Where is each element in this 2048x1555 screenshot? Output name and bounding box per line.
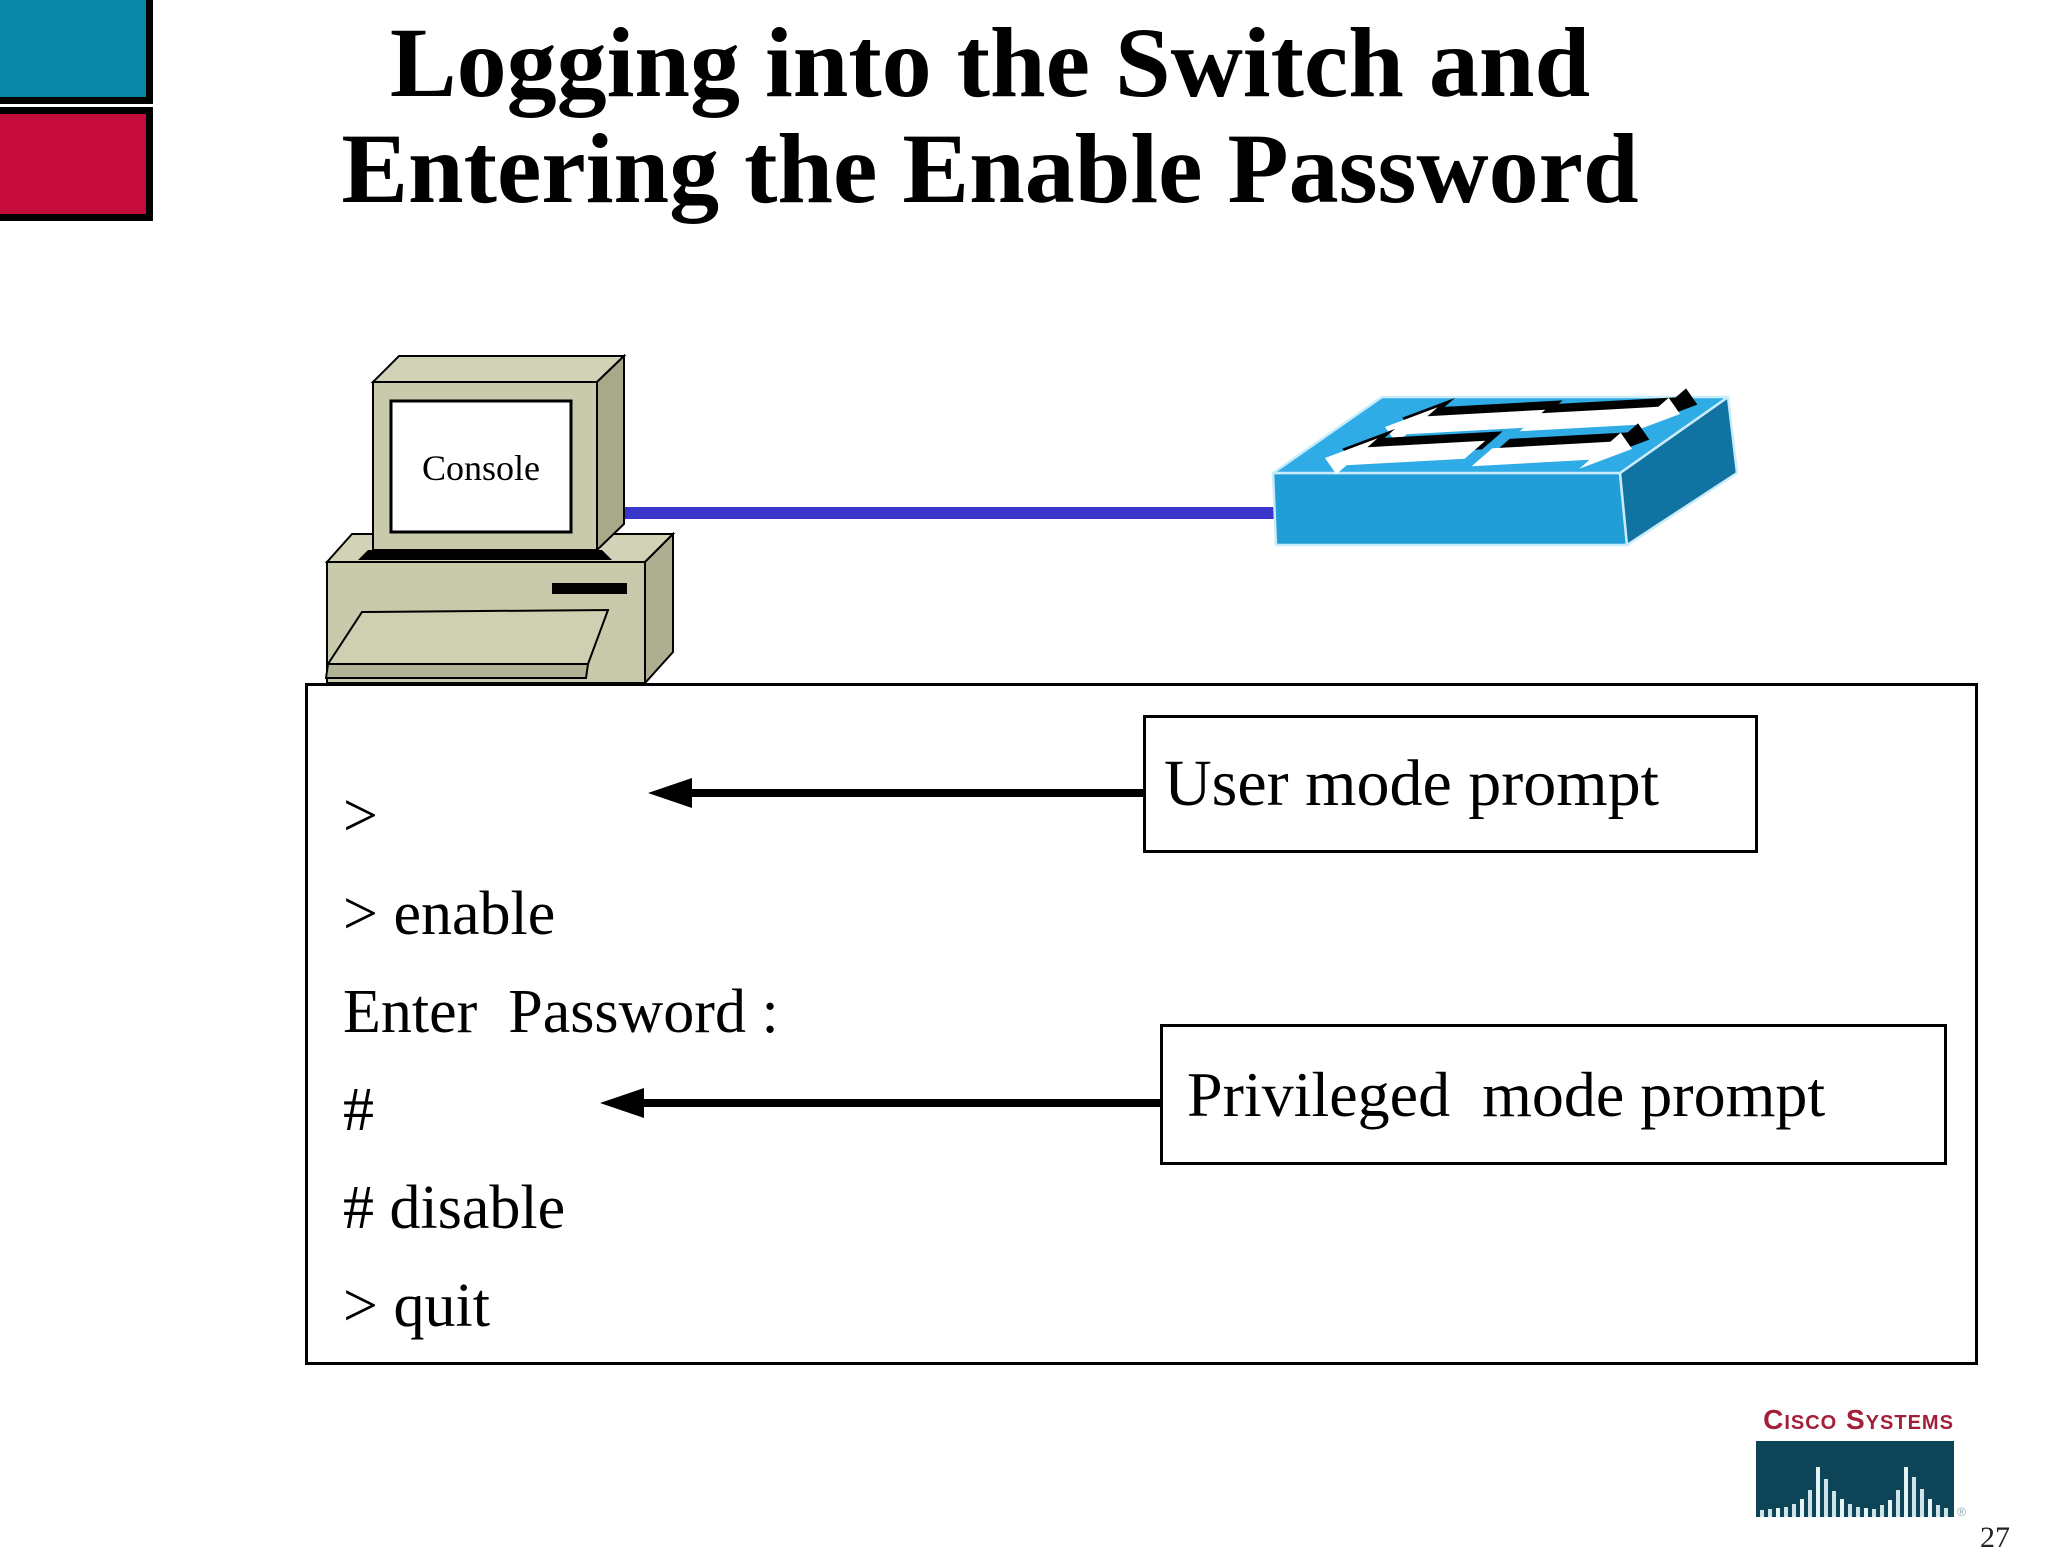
user-mode-arrow-head-icon <box>648 778 692 808</box>
console-screen-label: Console <box>422 448 540 488</box>
user-mode-callout: User mode prompt <box>1143 715 1758 853</box>
decorative-teal-square <box>0 0 153 104</box>
slide-title: Logging into the Switch and Entering the… <box>140 10 1840 222</box>
cisco-bridge-icon: ® <box>1756 1440 1966 1519</box>
terminal-line-priv-prompt: # <box>343 1076 374 1144</box>
cisco-switch-icon <box>1271 388 1739 547</box>
cisco-systems-wordmark: Cisco Systems <box>1763 1404 1954 1435</box>
terminal-line-user-prompt: > <box>343 782 378 850</box>
switch-arrow-upper-right <box>1519 388 1698 434</box>
privileged-mode-callout: Privileged mode prompt <box>1160 1024 1947 1165</box>
slide-title-line2: Entering the Enable Password <box>341 113 1639 224</box>
cisco-systems-logo: Cisco Systems <box>1756 1403 1966 1519</box>
switch-arrow-lower-right <box>1471 423 1650 469</box>
terminal-line-disable: # disable <box>343 1174 566 1242</box>
terminal-line-enable: > enable <box>343 880 556 948</box>
privileged-mode-callout-label: Privileged mode prompt <box>1187 1058 1826 1130</box>
privileged-mode-arrow-head-icon <box>600 1088 644 1118</box>
slide-title-line1: Logging into the Switch and <box>389 7 1591 118</box>
user-mode-callout-label: User mode prompt <box>1164 747 1659 820</box>
user-mode-arrow-line <box>682 789 1143 797</box>
terminal-line-quit: > quit <box>343 1272 490 1340</box>
switch-arrow-upper-left <box>1385 397 1563 444</box>
desktop-computer-icon: Console <box>324 353 676 686</box>
registered-trademark-icon: ® <box>1957 1504 1966 1519</box>
floppy-slot <box>552 583 627 594</box>
decorative-red-square <box>0 107 153 221</box>
console-cable <box>617 507 1280 519</box>
switch-arrow-lower-left <box>1325 428 1503 475</box>
network-diagram: Console <box>324 353 1739 686</box>
console-screen <box>389 399 573 534</box>
terminal-line-enter-password: Enter Password : <box>343 978 779 1046</box>
page-number: 27 <box>1980 1521 2010 1554</box>
privileged-mode-arrow-line <box>634 1099 1160 1107</box>
